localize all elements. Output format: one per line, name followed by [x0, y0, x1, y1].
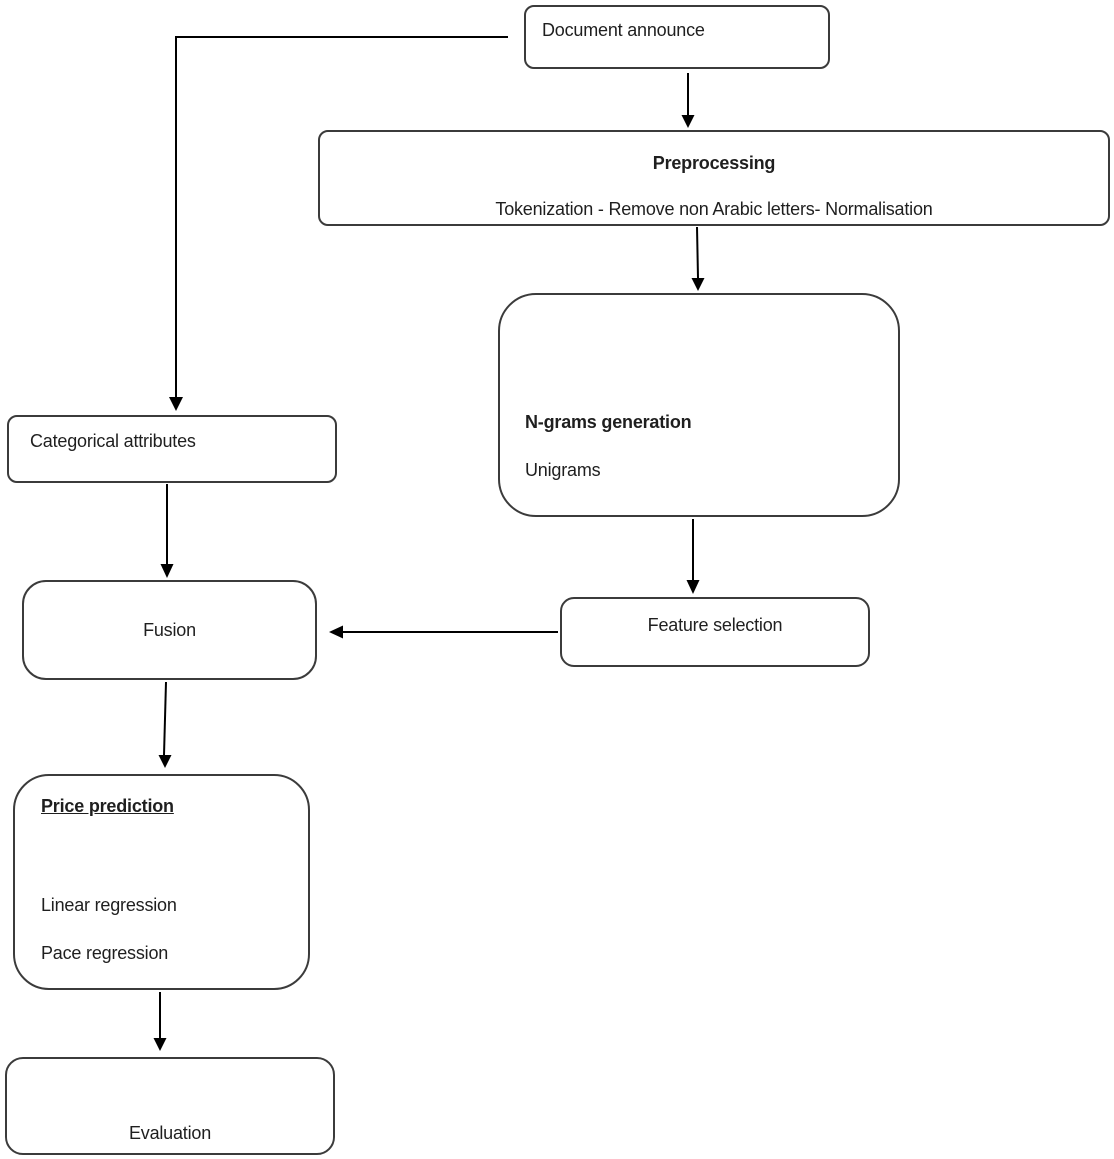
price-prediction-method: Pace regression: [41, 943, 169, 963]
node-price-prediction: Price prediction Linear regression Pace …: [13, 774, 310, 990]
node-feature-selection: Feature selection: [560, 597, 870, 667]
document-announce-label: Document announce: [542, 20, 705, 40]
fusion-label: Fusion: [143, 620, 196, 640]
categorical-attributes-label: Categorical attributes: [30, 431, 196, 451]
arrow-price-prediction-to-evaluation: [153, 992, 167, 1051]
node-ngrams-generation: N-grams generation Unigrams: [498, 293, 900, 517]
arrow-ngrams-to-feature-selection: [686, 519, 700, 594]
price-prediction-title: Price prediction: [41, 796, 174, 816]
ngrams-subtitle: Unigrams: [525, 460, 601, 480]
evaluation-label: Evaluation: [128, 1123, 212, 1143]
node-preprocessing: Preprocessing Tokenization - Remove non …: [318, 130, 1110, 226]
preprocessing-title: Preprocessing: [652, 153, 776, 173]
node-fusion: Fusion: [22, 580, 317, 680]
arrow-document-to-preprocessing: [681, 73, 695, 128]
arrow-preprocessing-to-ngrams: [691, 226, 705, 291]
node-document-announce: Document announce: [524, 5, 830, 69]
node-evaluation: Evaluation: [5, 1057, 335, 1155]
price-prediction-method: Linear regression: [41, 895, 177, 915]
arrow-fusion-to-price-prediction: [158, 681, 172, 768]
preprocessing-steps: Tokenization - Remove non Arabic letters…: [495, 199, 933, 219]
arrow-document-to-categorical: [169, 36, 508, 411]
arrow-categorical-to-fusion: [160, 484, 174, 578]
arrow-feature-selection-to-fusion: [329, 625, 558, 639]
ngrams-title: N-grams generation: [525, 412, 692, 432]
feature-selection-label: Feature selection: [647, 615, 783, 635]
node-categorical-attributes: Categorical attributes: [7, 415, 337, 483]
